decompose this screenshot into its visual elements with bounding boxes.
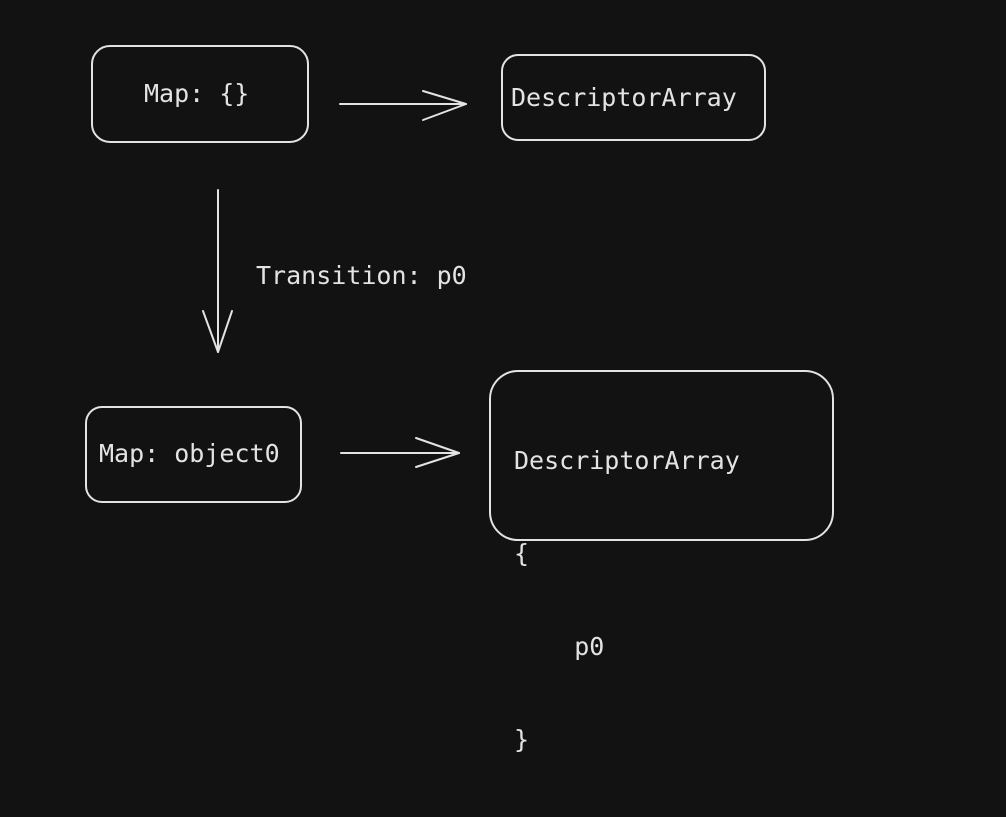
arrow-object0-to-descriptor bbox=[340, 437, 460, 468]
map-object0-box bbox=[85, 406, 302, 503]
descriptor-object0-line: { bbox=[514, 539, 530, 568]
descriptor-object0-box bbox=[489, 370, 834, 541]
transition-label: Transition: p0 bbox=[256, 261, 467, 290]
map-root-label: Map: {} bbox=[144, 79, 250, 108]
descriptor-object0-line: } bbox=[514, 725, 530, 754]
arrow-root-to-descriptor bbox=[339, 90, 467, 121]
diagram-shapes bbox=[85, 45, 834, 541]
descriptor-object0-line: p0 bbox=[514, 632, 605, 661]
map-root-box bbox=[91, 45, 309, 143]
descriptor-root-box bbox=[501, 54, 766, 141]
descriptor-object0-content: DescriptorArray { p0 } bbox=[514, 383, 740, 817]
descriptor-root-label: DescriptorArray bbox=[511, 83, 737, 112]
arrow-transition bbox=[202, 189, 233, 353]
diagram-canvas: Map: {} DescriptorArray Transition: p0 M… bbox=[85, 45, 834, 754]
map-object0-label: Map: object0 bbox=[99, 439, 280, 468]
descriptor-object0-line: DescriptorArray bbox=[514, 446, 740, 475]
